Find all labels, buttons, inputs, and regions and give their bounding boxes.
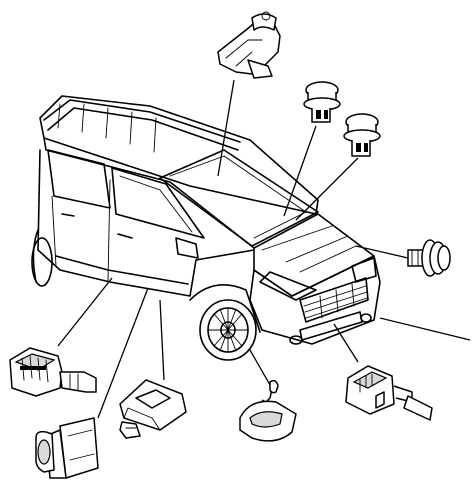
impact-sensor-icon bbox=[119, 379, 187, 439]
control-module-icon bbox=[345, 365, 433, 421]
vehicle-illustration bbox=[31, 95, 381, 361]
control-module-icon bbox=[9, 347, 97, 397]
round-sensor-icon bbox=[343, 113, 381, 157]
round-sensor-icon bbox=[303, 81, 341, 123]
tire-valve-sensor-icon bbox=[239, 379, 297, 442]
leader-lines bbox=[57, 79, 471, 419]
connector-housing-icon bbox=[35, 417, 99, 479]
camera-module-icon bbox=[217, 11, 281, 79]
plug-connector-icon bbox=[407, 239, 451, 277]
